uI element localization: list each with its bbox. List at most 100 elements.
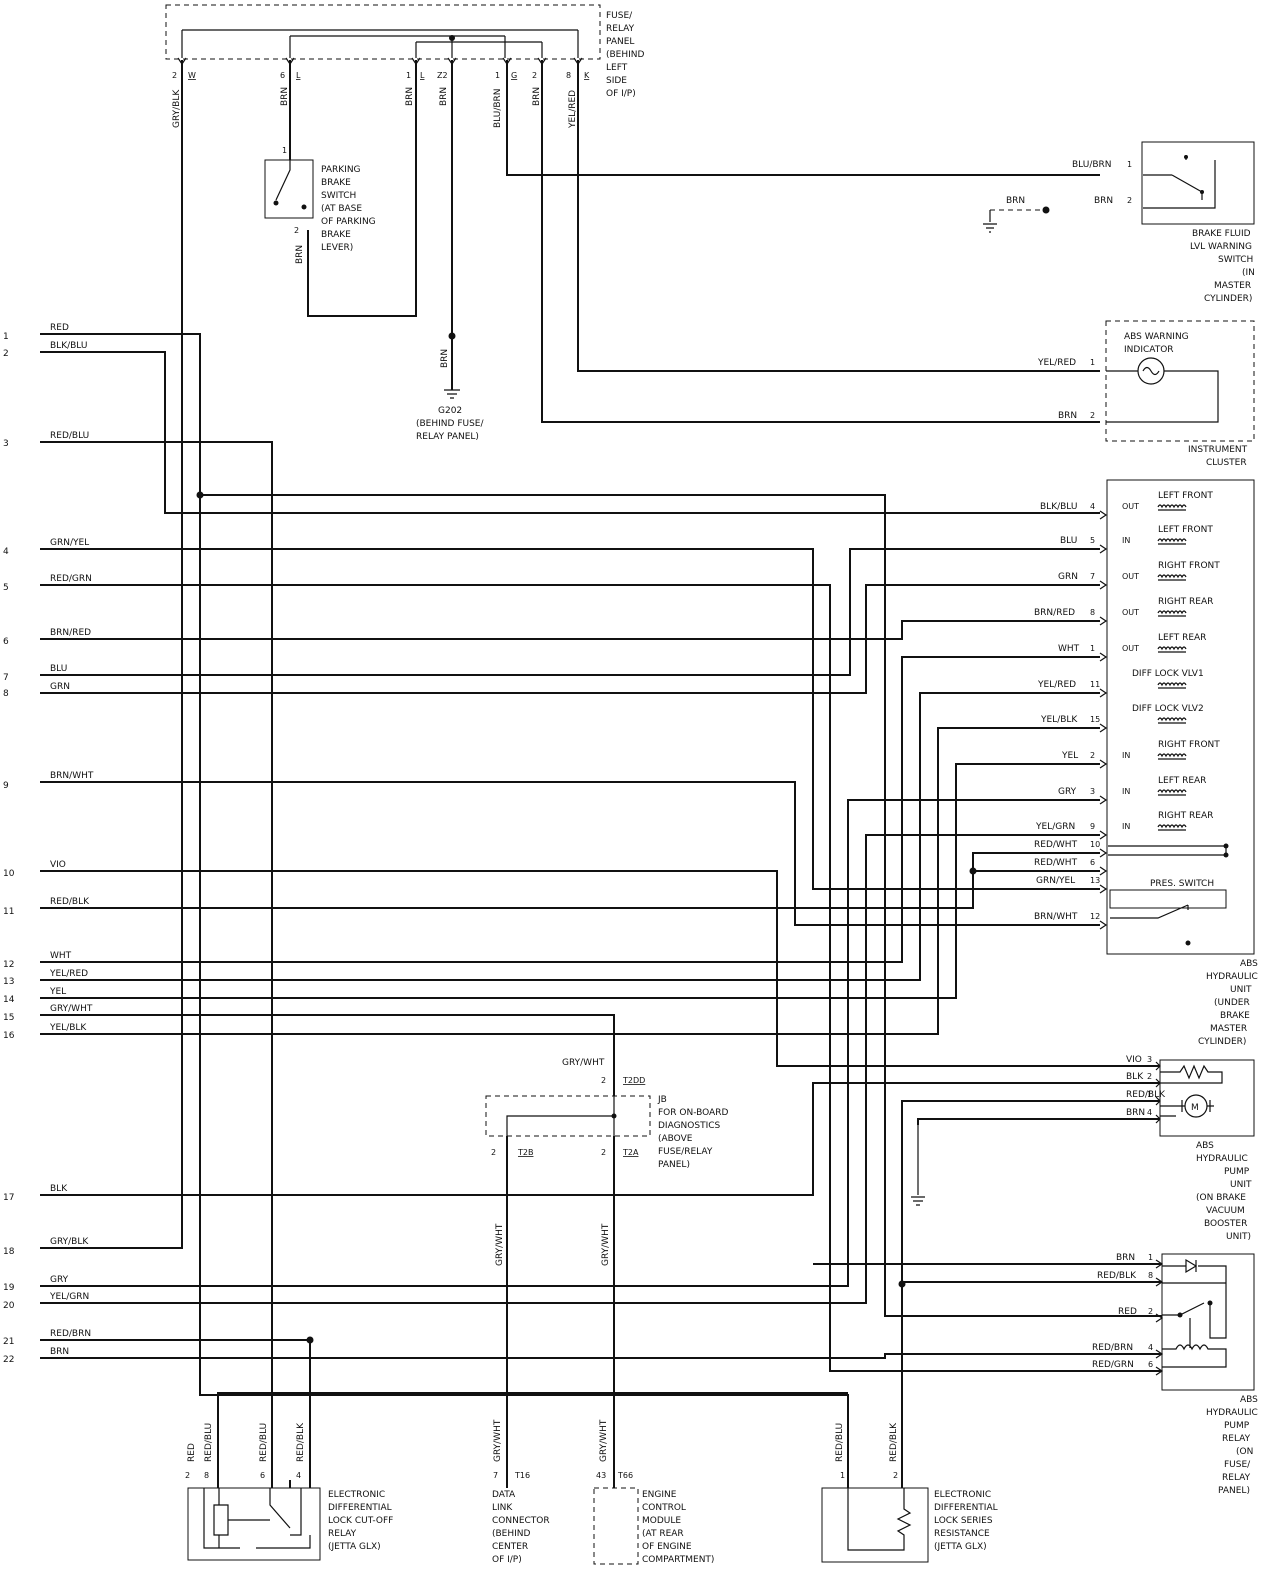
cutoff-label-2: LOCK CUT-OFF xyxy=(328,1516,393,1526)
fuse-pin-0: 2 xyxy=(172,71,177,80)
parking-wire: BRN xyxy=(295,245,305,264)
brake-fluid-label-0: BRAKE FLUID xyxy=(1192,229,1251,239)
pump-pin-2: 1 xyxy=(1147,1090,1152,1099)
hyd-valve-7: RIGHT FRONT xyxy=(1158,740,1220,750)
brake-fluid-wire-2: BRN xyxy=(1094,196,1113,206)
jb-wire: GRY/WHT xyxy=(562,1058,605,1068)
hyd-valve-1: LEFT FRONT xyxy=(1158,525,1213,535)
fuse-connector-3 xyxy=(447,57,457,66)
hyd-pin-0: 4 xyxy=(1090,502,1095,511)
fuse-connector-5 xyxy=(537,57,547,66)
cutoff-label-0: ELECTRONIC xyxy=(328,1490,385,1500)
ecm-label-1: CONTROL xyxy=(642,1503,686,1513)
left-wire-label-3: RED/BLU xyxy=(50,431,89,441)
bottom-wire-5: GRY/WHT xyxy=(599,1419,609,1462)
relay-wire-1: RED/BLK xyxy=(1097,1271,1137,1281)
wire-26 xyxy=(40,799,1100,1287)
jb-label-1: FOR ON-BOARD xyxy=(658,1108,728,1118)
hyd-pin-10: 10 xyxy=(1090,840,1100,849)
cutoff-relay: ELECTRONIC DIFFERENTIAL LOCK CUT-OFF REL… xyxy=(187,1487,393,1561)
fuse-connector-6 xyxy=(573,57,583,66)
hyd-valve-5: DIFF LOCK VLV1 xyxy=(1132,669,1204,679)
left-wire-num-13: 13 xyxy=(3,977,14,987)
cluster-pin-2: 2 xyxy=(1090,411,1095,420)
parking-label-6: LEVER) xyxy=(321,243,353,253)
relay-label-7: PANEL) xyxy=(1218,1486,1250,1496)
cluster-pin-1: 1 xyxy=(1090,358,1095,367)
g202-wire: BRN xyxy=(440,349,450,368)
bottom-wire-7: RED/BLK xyxy=(889,1422,899,1462)
brake-fluid-pin-1: 1 xyxy=(1127,160,1132,169)
dlc-label-5: OF I/P) xyxy=(492,1555,522,1565)
bottom-term-5: T66 xyxy=(617,1471,633,1480)
pump-pin-3: 4 xyxy=(1147,1108,1152,1117)
jb-obd: GRY/WHT 2 T2DD 2 T2B 2 T2A JB FOR ON-BOA… xyxy=(485,1058,728,1266)
hyd-pin-8: 3 xyxy=(1090,787,1095,796)
fuse-connector-4 xyxy=(502,57,512,66)
fuse-relay-panel: FUSE/ RELAY PANEL (BEHIND LEFT SIDE OF I… xyxy=(165,4,645,129)
hyd-valve-9: RIGHT REAR xyxy=(1158,811,1213,821)
fuse-pin-4: 1 xyxy=(495,71,500,80)
g202-label-2: RELAY PANEL) xyxy=(416,432,479,442)
bottom-wire-2: RED/BLU xyxy=(259,1423,269,1462)
fuse-panel-label-3: (BEHIND xyxy=(606,50,645,60)
fuse-term-0: W xyxy=(188,71,196,80)
bottom-pin-0: 2 xyxy=(185,1471,190,1480)
hyd-pin-1: 5 xyxy=(1090,536,1095,545)
fuse-panel-label-5: SIDE xyxy=(606,76,627,86)
hyd-pin-11: 6 xyxy=(1090,858,1095,867)
valve-coil-6 xyxy=(1157,717,1187,724)
relay-label-4: (ON xyxy=(1236,1447,1253,1457)
parking-label-1: BRAKE xyxy=(321,178,351,188)
cutoff-label-3: RELAY xyxy=(328,1529,357,1539)
wire-2 xyxy=(307,60,417,317)
engine-control-module: ENGINE CONTROL MODULE (AT REAR OF ENGINE… xyxy=(593,1487,714,1565)
hyd-pin-3: 8 xyxy=(1090,608,1095,617)
wire-9 xyxy=(40,441,273,1488)
valve-coil-0 xyxy=(1157,504,1187,511)
resistance-label-3: RESISTANCE xyxy=(934,1529,990,1539)
hyd-io-3: OUT xyxy=(1122,608,1139,617)
hyd-valve-6: DIFF LOCK VLV2 xyxy=(1132,704,1204,714)
jb-term-top: T2DD xyxy=(622,1076,645,1085)
relay-label-2: PUMP xyxy=(1224,1421,1250,1431)
valve-coil-4 xyxy=(1157,646,1187,653)
fuse-connector-0 xyxy=(177,57,187,66)
brake-fluid-label-2: SWITCH xyxy=(1218,255,1253,265)
wire-21 xyxy=(40,692,1100,981)
hyd-valve-2: RIGHT FRONT xyxy=(1158,561,1220,571)
wire-15 xyxy=(40,584,1100,694)
left-wire-num-15: 15 xyxy=(3,1013,14,1023)
hyd-valve-4: LEFT REAR xyxy=(1158,633,1206,643)
left-wire-label-4: GRN/YEL xyxy=(50,538,89,548)
brake-fluid-wire-1: BLU/BRN xyxy=(1072,160,1112,170)
ecm-label-0: ENGINE xyxy=(642,1490,677,1500)
parking-label-4: OF PARKING xyxy=(321,217,376,227)
wire-25 xyxy=(40,1082,1160,1196)
left-wire-label-15: GRY/WHT xyxy=(50,1004,93,1014)
bottom-pin-2: 6 xyxy=(260,1471,265,1480)
left-wire-label-11: RED/BLK xyxy=(50,897,90,907)
fuse-wire-3: BRN xyxy=(439,87,449,106)
left-wire-label-5: RED/GRN xyxy=(50,574,92,584)
valve-coil-1 xyxy=(1157,538,1187,545)
parking-label-0: PARKING xyxy=(321,165,361,175)
pump-label-7: UNIT) xyxy=(1226,1232,1251,1242)
pres-switch-label: PRES. SWITCH xyxy=(1150,879,1214,889)
fuse-term-1: L xyxy=(296,71,301,80)
valve-coil-7 xyxy=(1157,753,1187,760)
fuse-pin-3: Z2 xyxy=(437,71,448,80)
pump-pin-0: 3 xyxy=(1147,1055,1152,1064)
hyd-wire-12: GRN/YEL xyxy=(1036,876,1075,886)
junction-dot-0 xyxy=(196,491,204,499)
resistance-label-4: (JETTA GLX) xyxy=(934,1542,987,1552)
bottom-pin-5: 43 xyxy=(596,1471,606,1480)
left-wire-label-6: BRN/RED xyxy=(50,628,91,638)
cutoff-label-1: DIFFERENTIAL xyxy=(328,1503,392,1513)
left-wire-num-20: 20 xyxy=(3,1301,15,1311)
abs-pump-relay: ABS HYDRAULIC PUMP RELAY (ON FUSE/ RELAY… xyxy=(1161,1253,1258,1496)
wire-6 xyxy=(577,60,1100,372)
hyd-connector-6 xyxy=(1099,723,1108,733)
hyd-wire-0: BLK/BLU xyxy=(1040,502,1077,512)
relay-pin-2: 2 xyxy=(1148,1307,1153,1316)
